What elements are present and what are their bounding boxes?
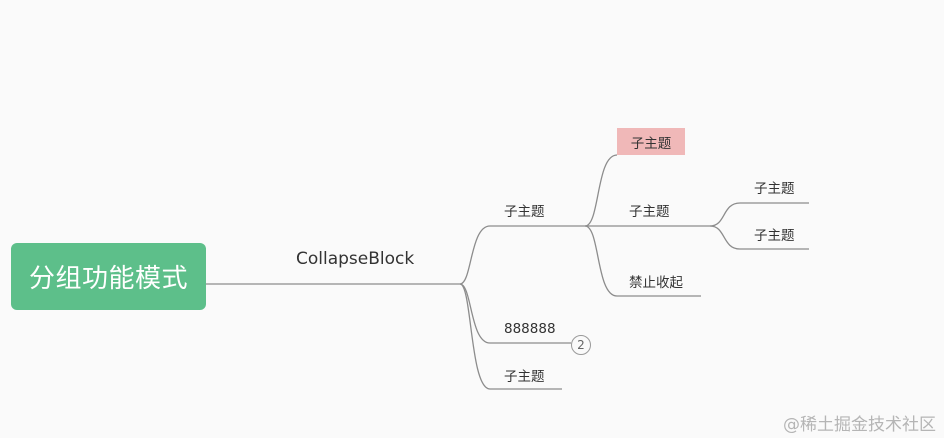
topic-888888[interactable]: 888888 <box>504 320 556 338</box>
watermark-text: @稀土掘金技术社区 <box>783 415 936 435</box>
topic-leaf-2-label: 子主题 <box>754 228 795 244</box>
topic-highlighted[interactable]: 子主题 <box>617 128 685 155</box>
branch-collapseblock-label: CollapseBlock <box>296 249 415 269</box>
connector-branch-subtopic-1 <box>459 225 585 285</box>
topic-subtopic-middle-label: 子主题 <box>629 204 670 220</box>
connector-branch-subtopic-3 <box>459 283 562 390</box>
topic-subtopic-1[interactable]: 子主题 <box>504 203 545 221</box>
root-topic-label: 分组功能模式 <box>28 264 188 294</box>
root-topic[interactable]: 分组功能模式 <box>11 243 206 310</box>
connector-subtopic-highlight <box>584 154 618 227</box>
topic-leaf-2[interactable]: 子主题 <box>754 227 795 245</box>
collapsed-count-badge[interactable]: 2 <box>571 335 591 355</box>
topic-disable-collapse-label: 禁止收起 <box>629 275 683 291</box>
collapsed-count: 2 <box>577 338 585 352</box>
topic-subtopic-middle[interactable]: 子主题 <box>629 203 670 221</box>
connector-subtopic-disable-collapse <box>584 225 701 297</box>
connector-leaf-2 <box>709 225 809 250</box>
connector-leaf-1 <box>685 202 809 227</box>
topic-leaf-1[interactable]: 子主题 <box>754 180 795 198</box>
topic-subtopic-3-label: 子主题 <box>504 369 545 385</box>
topic-highlighted-label: 子主题 <box>630 135 672 152</box>
topic-subtopic-3[interactable]: 子主题 <box>504 368 545 386</box>
connector-branch-888888 <box>459 283 571 344</box>
watermark: @稀土掘金技术社区 <box>783 410 936 435</box>
topic-subtopic-1-label: 子主题 <box>504 204 545 220</box>
topic-leaf-1-label: 子主题 <box>754 181 795 197</box>
topic-888888-label: 888888 <box>504 321 556 337</box>
branch-collapseblock[interactable]: CollapseBlock <box>296 249 414 269</box>
topic-disable-collapse[interactable]: 禁止收起 <box>629 274 683 292</box>
